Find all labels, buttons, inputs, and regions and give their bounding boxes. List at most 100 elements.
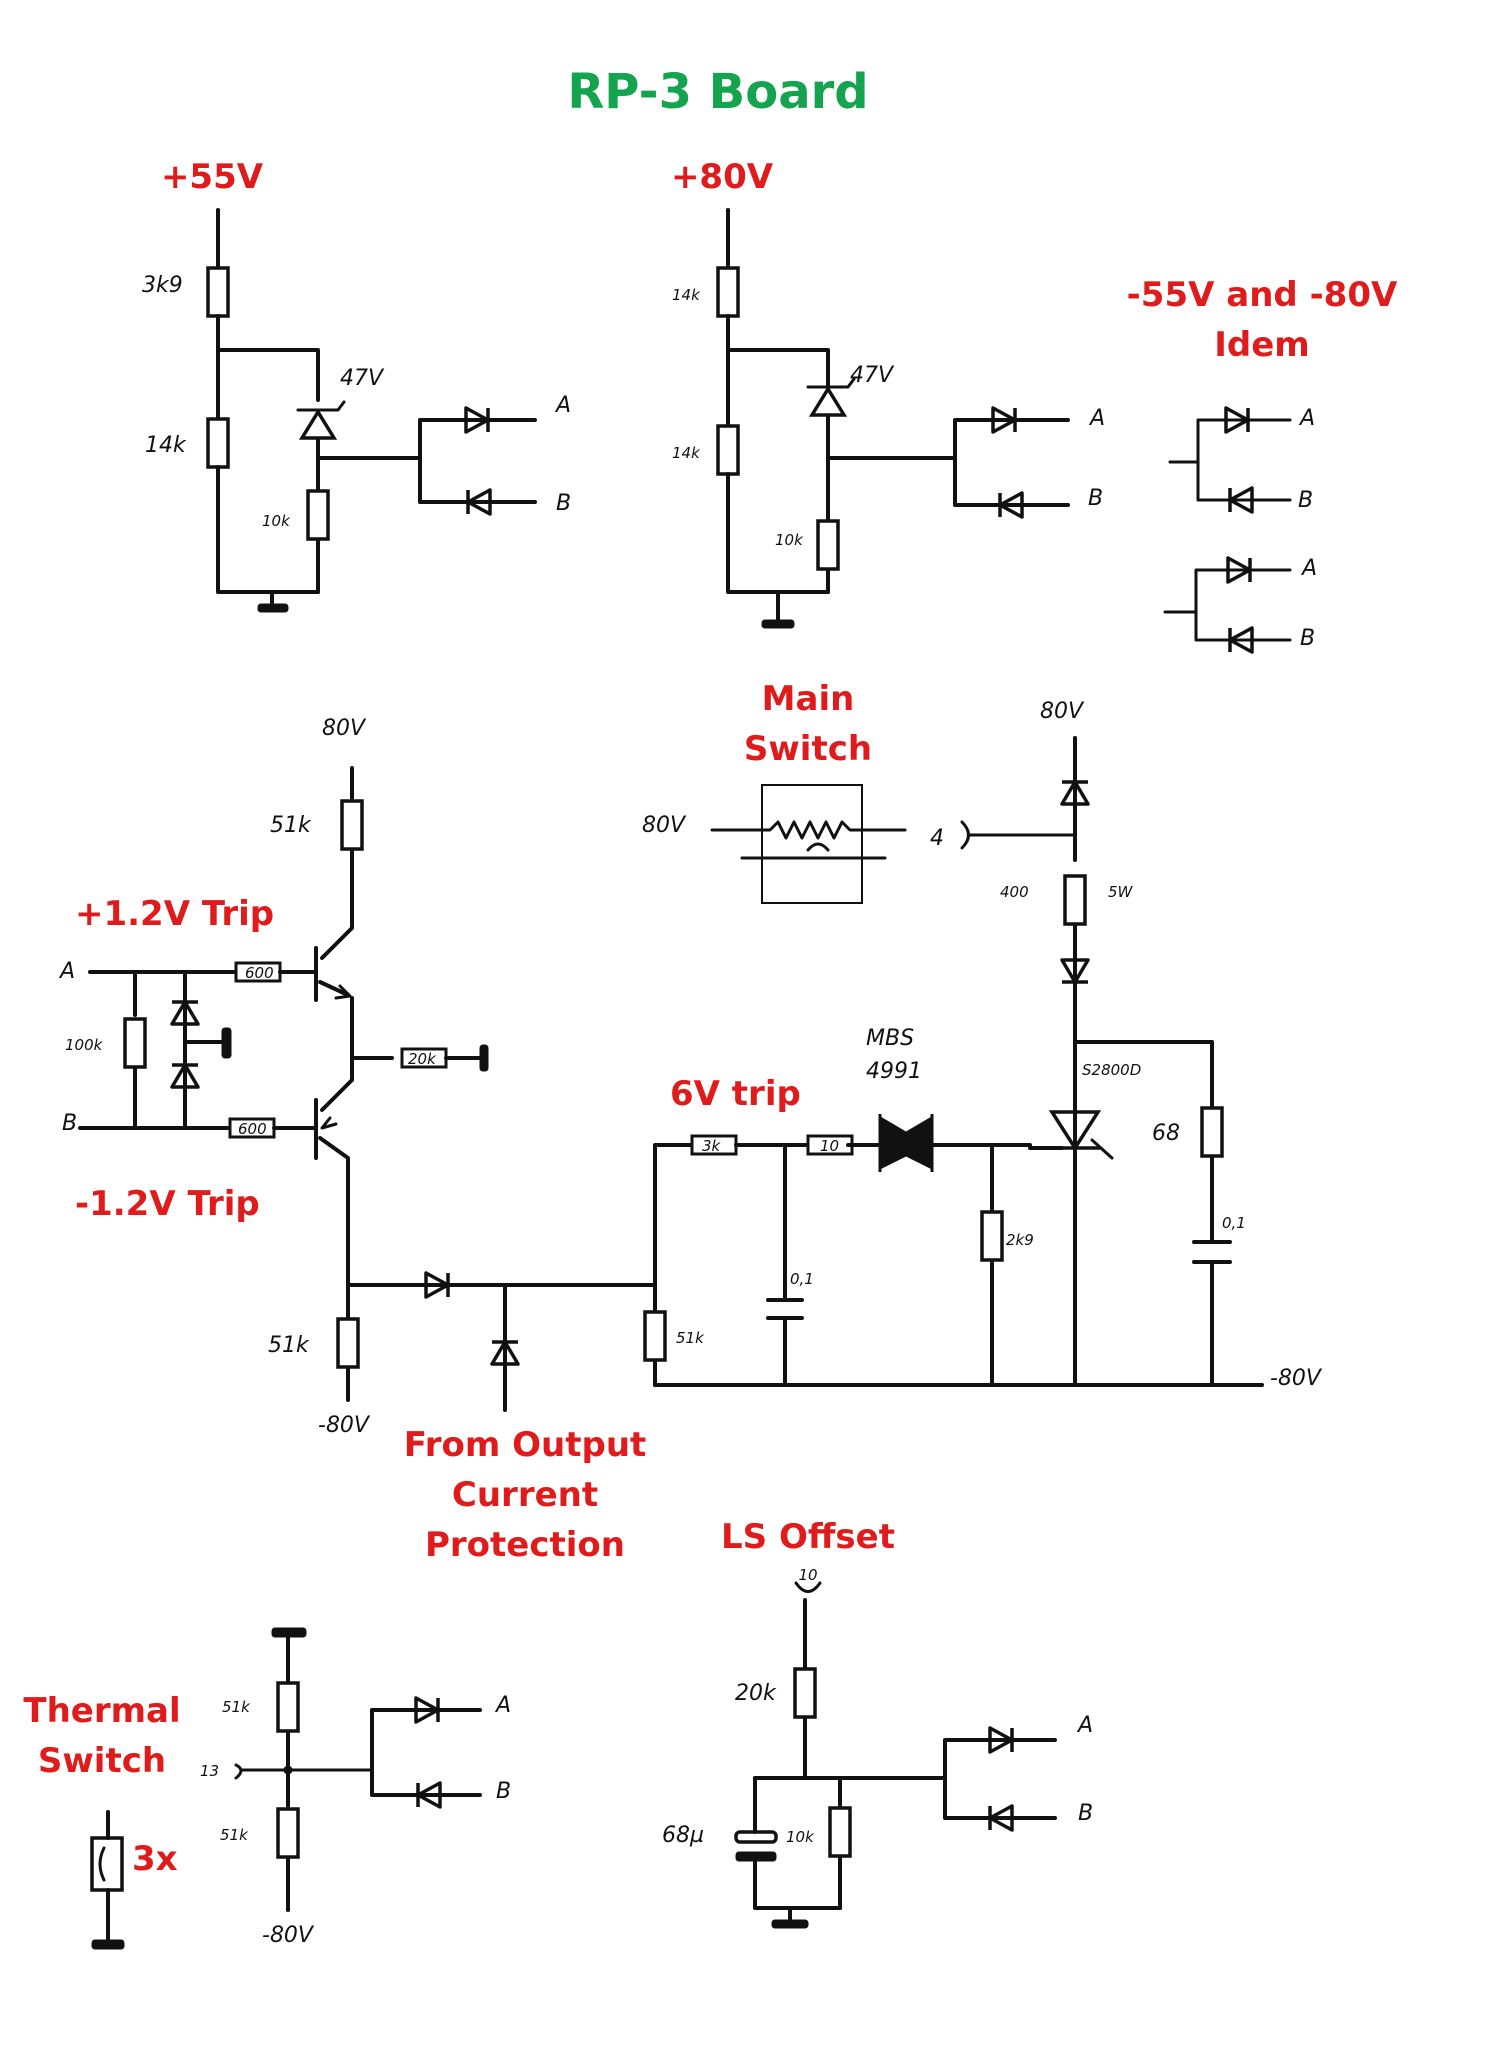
- resistor-100k-label: 100k: [65, 1036, 104, 1054]
- ls-pin-label: 10: [798, 1566, 817, 1584]
- resistor-10k-a-label: 10k: [262, 512, 291, 530]
- zener-47v-b: [806, 377, 856, 417]
- from-output-label-1: From Output: [404, 1425, 647, 1465]
- resistor-68: [1200, 1106, 1224, 1158]
- resistor-20k-ls-label: 20k: [735, 1681, 777, 1706]
- resistor-400: [1063, 874, 1087, 926]
- scr-label: S2800D: [1082, 1061, 1141, 1079]
- six-volt-trip-circuit: 6V trip MBS 4991 3k 10 0,1 2k9 51k: [643, 1026, 1323, 1391]
- p55-divider-circuit: +55V 3k9 14k 47V 10k A B: [142, 157, 571, 613]
- negative-idem-label-2: Idem: [1214, 325, 1309, 365]
- resistor-10k-b-label: 10k: [775, 531, 804, 549]
- thermal-switch-icon: [90, 1836, 124, 1892]
- resistor-68-label: 68: [1152, 1121, 1180, 1146]
- output-a-label: A: [1298, 406, 1315, 431]
- from-output-label-3: Protection: [425, 1525, 625, 1565]
- mbs-number-label: 4991: [866, 1059, 922, 1084]
- resistor-2k9: [980, 1210, 1004, 1262]
- resistor-14k-b-label: 14k: [672, 286, 701, 304]
- neg80-label: -80V: [318, 1413, 371, 1438]
- resistor-10k-ls-label: 10k: [786, 1828, 815, 1846]
- resistor-600-b-label: 600: [238, 1120, 267, 1138]
- thermal-pin-label: 13: [200, 1762, 219, 1780]
- resistor-400-label: 400: [1000, 883, 1029, 901]
- ground-icon: [771, 1919, 809, 1929]
- output-a-label: A: [1300, 556, 1317, 581]
- resistor-5w-label: 5W: [1108, 883, 1134, 901]
- main-switch-label-2: Switch: [744, 729, 872, 769]
- resistor-14k-c: [716, 424, 740, 476]
- trip-neg-label: -1.2V Trip: [75, 1184, 260, 1224]
- cap-01-a-label: 0,1: [1222, 1214, 1246, 1232]
- zener-47v-b-label: 47V: [850, 363, 895, 388]
- output-a-label: A: [1088, 406, 1105, 431]
- zener-47v-a-label: 47V: [340, 366, 385, 391]
- resistor-51k-top-label: 51k: [270, 813, 312, 838]
- resistor-3k9-label: 3k9: [142, 273, 183, 298]
- pin-4-label: 4: [930, 826, 944, 851]
- crowbar-circuit: 80V 400 5W S2800D 68 0,1: [1000, 699, 1246, 1387]
- from-output-label-2: Current: [452, 1475, 598, 1515]
- v80-right-label: 80V: [1040, 699, 1085, 724]
- main-switch-circuit: Main Switch 80V 4: [642, 679, 1077, 904]
- resistor-51k-mid-label: 51k: [676, 1329, 705, 1347]
- resistor-20k-ls: [793, 1667, 817, 1719]
- cap-68u-label: 68µ: [662, 1823, 704, 1848]
- output-b-label: B: [1078, 1801, 1093, 1826]
- thermal-label-1: Thermal: [23, 1691, 180, 1731]
- ls-offset-label: LS Offset: [721, 1517, 895, 1557]
- resistor-10k-a: [306, 489, 330, 541]
- ls-offset-circuit: LS Offset 10 20k A B 68µ 10k: [662, 1517, 1093, 1929]
- resistor-51k-mid: [643, 1310, 667, 1362]
- negative-idem-circuit: -55V and -80V Idem A B A B: [1127, 275, 1398, 654]
- p55-label: +55V: [161, 157, 264, 197]
- resistor-51k-bottom: [336, 1317, 360, 1369]
- output-b-label: B: [1088, 486, 1103, 511]
- resistor-10-label: 10: [820, 1137, 839, 1155]
- electrolytic-capacitor: [734, 1830, 778, 1844]
- thermal-neg80-label: -80V: [262, 1923, 315, 1948]
- ground-icon: [479, 1044, 489, 1072]
- mbs-diac: [878, 1114, 934, 1172]
- ground-icon: [221, 1027, 232, 1059]
- thermal-51k-a-label: 51k: [222, 1698, 251, 1716]
- v80-top-label: 80V: [322, 716, 367, 741]
- trip-circuit: 80V 51k +1.2V Trip A 600 20k B 600 -1.2V…: [58, 716, 657, 1565]
- p80-label: +80V: [671, 157, 774, 197]
- output-a-label: A: [494, 1693, 511, 1718]
- resistor-51k-top: [340, 799, 364, 851]
- resistor-10k-ls: [828, 1806, 852, 1858]
- trip-pos-label: +1.2V Trip: [75, 894, 274, 934]
- thermal-resistor-51k-b: [276, 1807, 300, 1859]
- p80-divider-circuit: +80V 14k 14k 47V 10k A B: [671, 157, 1105, 629]
- cap-01-b-label: 0,1: [790, 1270, 814, 1288]
- negative-idem-label-1: -55V and -80V: [1127, 275, 1398, 315]
- ground-icon: [91, 1939, 125, 1950]
- main-switch-box: [761, 784, 863, 904]
- page-title: RP-3 Board: [567, 64, 868, 120]
- resistor-51k-bottom-label: 51k: [268, 1333, 310, 1358]
- resistor-10k-b: [816, 519, 840, 571]
- scr-thyristor: [1028, 1110, 1114, 1160]
- resistor-2k9-label: 2k9: [1006, 1231, 1034, 1249]
- resistor-3k-label: 3k: [702, 1137, 722, 1155]
- zener-47v-a: [296, 400, 346, 440]
- v80-switch-label: 80V: [642, 813, 687, 838]
- resistor-14k-c-label: 14k: [672, 444, 701, 462]
- mbs-label: MBS: [866, 1026, 914, 1051]
- ground-icon: [761, 619, 795, 629]
- resistor-600-a-label: 600: [245, 964, 274, 982]
- thermal-switch-circuit: Thermal Switch 3x 51k 13 A B 51k -80V: [23, 1627, 511, 1950]
- thermal-resistor-51k-a: [276, 1681, 300, 1733]
- neg80-right-label: -80V: [1270, 1366, 1323, 1391]
- resistor-100k: [123, 1017, 147, 1069]
- thermal-51k-b-label: 51k: [220, 1826, 249, 1844]
- output-b-label: B: [556, 491, 571, 516]
- output-b-label: B: [1298, 488, 1313, 513]
- resistor-14k-b: [716, 266, 740, 318]
- output-a-label: A: [1076, 1713, 1093, 1738]
- output-b-label: B: [496, 1779, 511, 1804]
- trip-6v-label: 6V trip: [670, 1074, 801, 1114]
- resistor-14k-a: [206, 417, 230, 469]
